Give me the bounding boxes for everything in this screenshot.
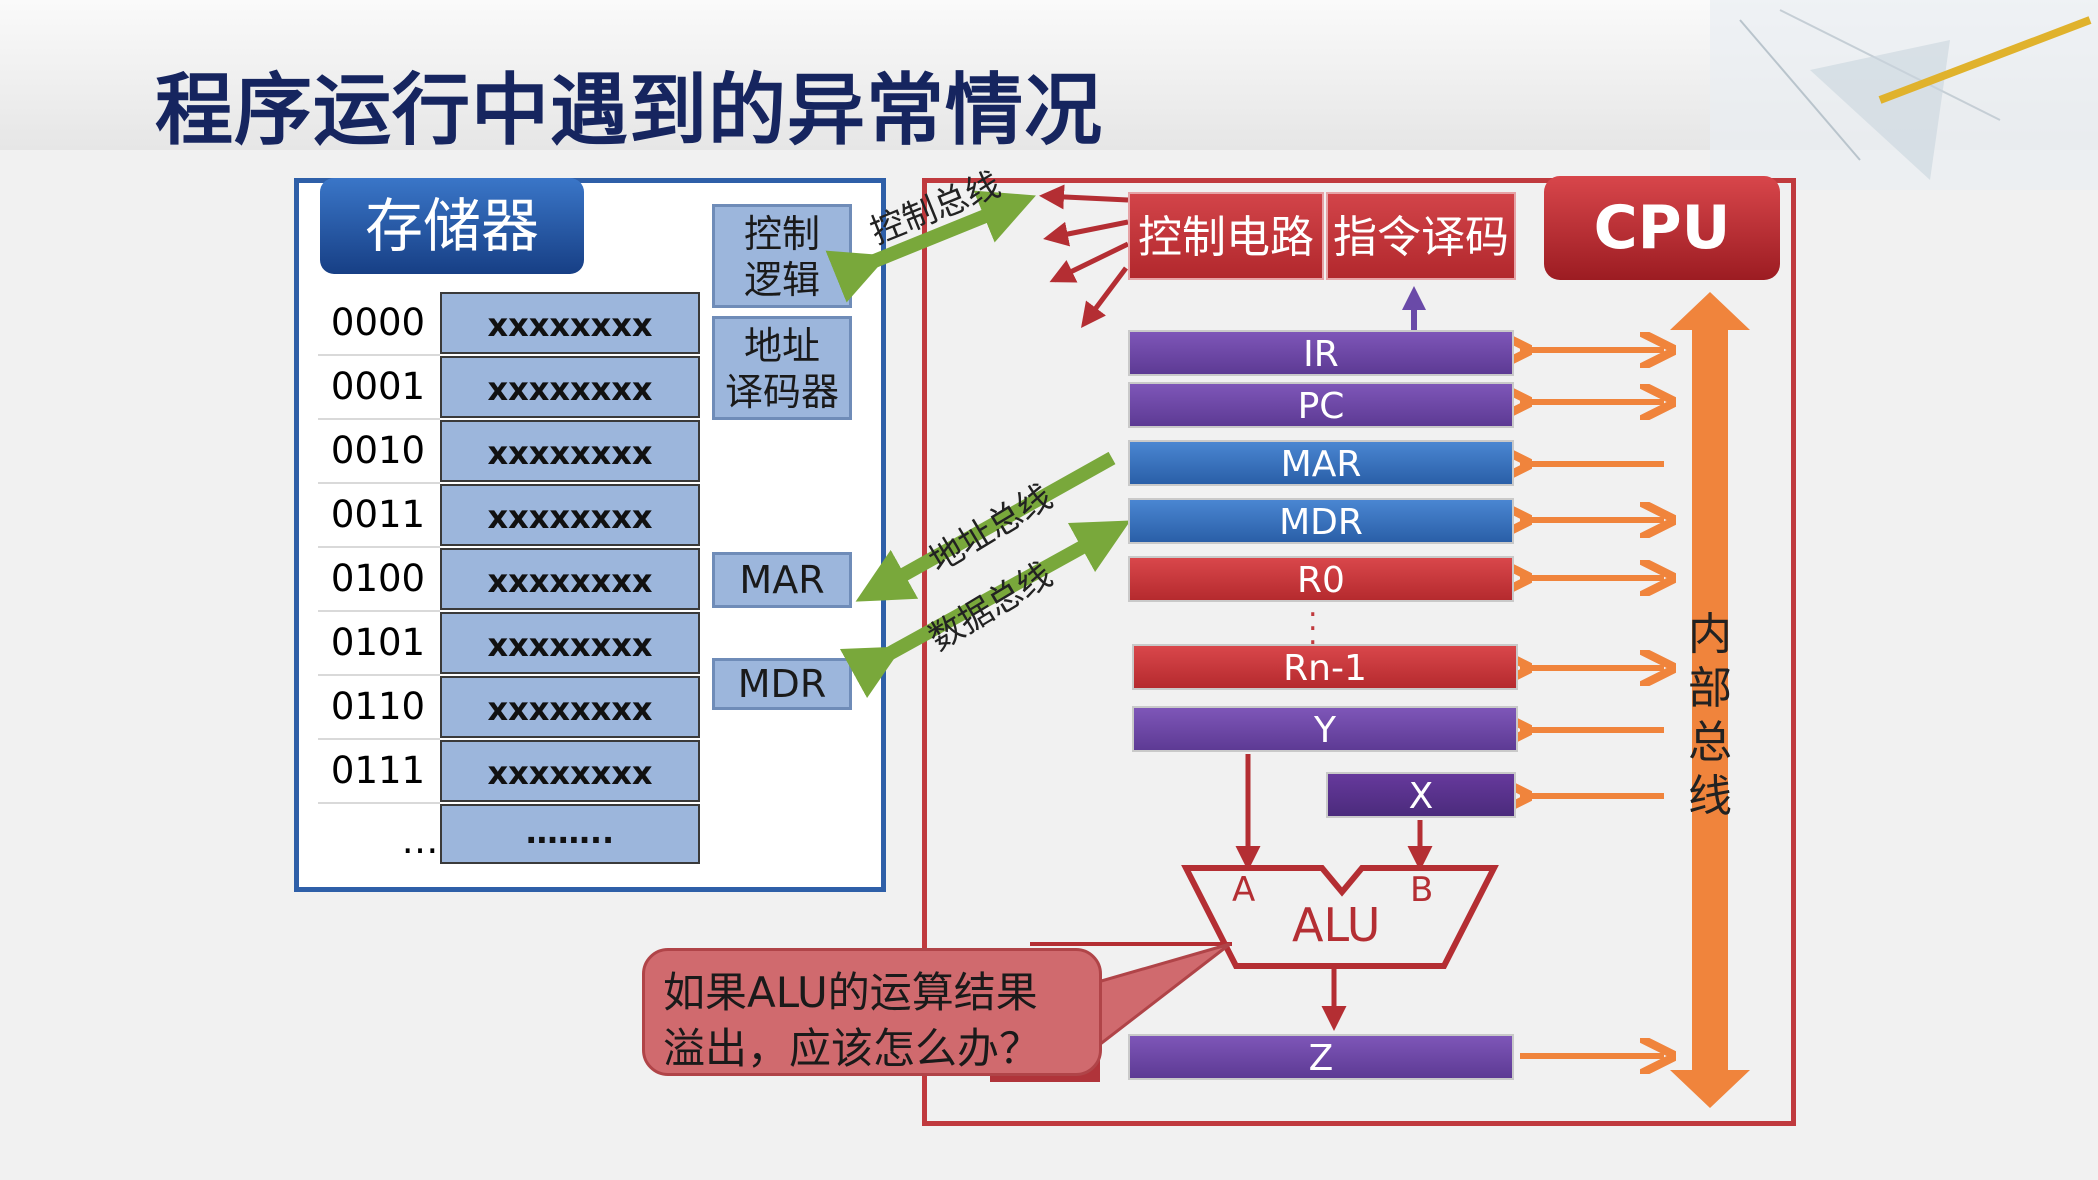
control-signal-arrow	[1039, 184, 1129, 210]
cpu-title: CPU	[1544, 176, 1780, 280]
drafting-decoration	[1710, 0, 2098, 190]
register-r0: R0	[1128, 556, 1514, 602]
register-y: Y	[1132, 706, 1518, 752]
row-divider	[318, 610, 440, 612]
row-divider	[318, 674, 440, 676]
control-signal-arrow	[1081, 266, 1128, 328]
instruction-decode-box: 指令译码	[1326, 192, 1516, 280]
register-z: Z	[1128, 1034, 1514, 1080]
row-divider	[318, 418, 440, 420]
memory-address: 0110	[330, 685, 426, 728]
row-divider	[318, 546, 440, 548]
register-mar: MAR	[1128, 440, 1514, 486]
memory-cell: xxxxxxxx	[440, 548, 700, 610]
register-ir: IR	[1128, 330, 1514, 376]
register-x: X	[1326, 772, 1516, 818]
memory-address: 0000	[330, 301, 426, 344]
memory-address: 0001	[330, 365, 426, 408]
control-circuit-box: 控制电路	[1128, 192, 1324, 280]
control-logic-line2: 逻辑	[743, 258, 820, 302]
register-rn-1: Rn-1	[1132, 644, 1518, 690]
internal-bus-char: 内	[1688, 609, 1732, 660]
memory-address: 0111	[330, 749, 426, 792]
callout-line1: 如果ALU的运算结果	[663, 968, 1038, 1017]
address-decoder-line1: 地址	[743, 324, 820, 368]
memory-cell-ellipsis: ……..	[440, 804, 700, 864]
data-bus-arrow	[839, 520, 1131, 699]
memory-cell: xxxxxxxx	[440, 612, 700, 674]
memory-cell: xxxxxxxx	[440, 484, 700, 546]
alu-input-a-label: A	[1232, 870, 1256, 910]
internal-bus-arrow	[1670, 292, 1750, 1108]
alu-label: ALU	[1292, 898, 1381, 952]
memory-cell: xxxxxxxx	[440, 356, 700, 418]
control-signal-arrow	[1043, 219, 1129, 247]
memory-cell: xxxxxxxx	[440, 676, 700, 738]
memory-address: 0100	[330, 557, 426, 600]
internal-bus-label: 内 部 总 线	[1680, 608, 1740, 824]
memory-cell: xxxxxxxx	[440, 420, 700, 482]
memory-cell: xxxxxxxx	[440, 292, 700, 354]
memory-address: 0101	[330, 621, 426, 664]
internal-bus-char: 部	[1688, 663, 1732, 714]
alu-input-b-label: B	[1410, 870, 1434, 910]
memory-address: 0010	[330, 429, 426, 472]
control-bus-arrow	[825, 190, 1036, 303]
callout-line2: 溢出，应该怎么办？	[663, 1024, 1042, 1073]
row-divider	[318, 738, 440, 740]
row-divider	[318, 354, 440, 356]
memory-address-ellipsis: …	[401, 819, 439, 862]
address-decoder-line2: 译码器	[724, 370, 839, 414]
register-ellipsis: ...	[1308, 589, 1318, 652]
register-mdr: MDR	[1128, 498, 1514, 544]
control-signal-arrow	[1049, 241, 1130, 283]
register-pc: PC	[1128, 382, 1514, 428]
memory-address: 0011	[330, 493, 426, 536]
row-divider	[318, 482, 440, 484]
memory-title: 存储器	[320, 178, 584, 274]
page-title: 程序运行中遇到的异常情况	[155, 66, 1104, 156]
overflow-question-callout: 如果ALU的运算结果 溢出，应该怎么办？	[642, 948, 1102, 1076]
memory-mdr-box: MDR	[712, 658, 852, 710]
control-logic-line1: 控制	[743, 212, 820, 256]
address-decoder-box: 地址 译码器	[712, 316, 852, 420]
row-divider	[318, 802, 440, 804]
internal-bus-char: 总	[1688, 717, 1732, 768]
internal-bus-char: 线	[1688, 771, 1732, 822]
memory-cell: xxxxxxxx	[440, 740, 700, 802]
